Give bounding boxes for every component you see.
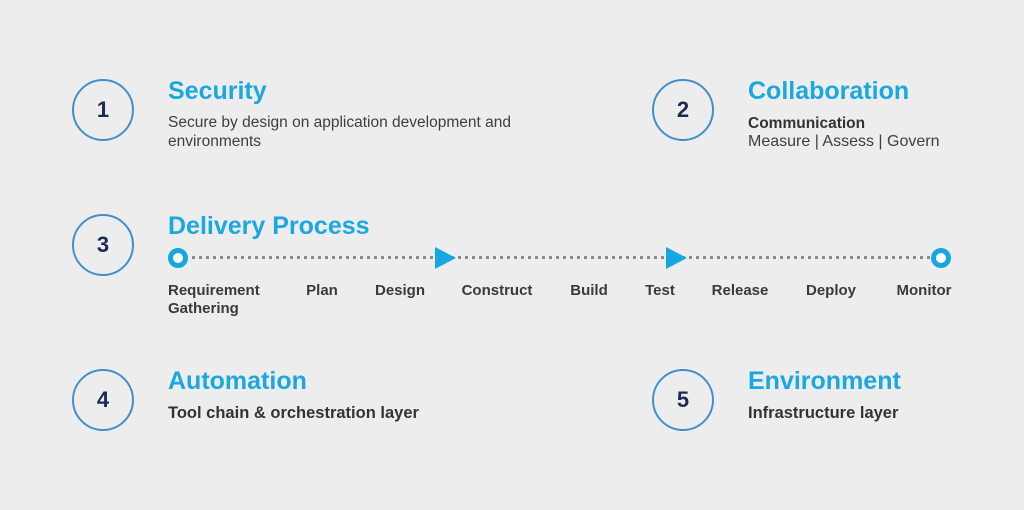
- security-number: 1: [96, 97, 110, 122]
- automation-number: 4: [96, 387, 110, 412]
- step-label-plan: Plan: [306, 282, 338, 299]
- timeline-dotted-line: [192, 256, 930, 259]
- step-label-requirement-gathering: Requirement Gathering: [168, 282, 260, 317]
- collaboration-subtitle: Communication: [748, 115, 866, 132]
- collaboration-title: Collaboration: [748, 77, 910, 105]
- automation-number-circle: 4: [72, 369, 134, 431]
- delivery-number-circle: 3: [72, 214, 134, 276]
- automation-title: Automation: [168, 367, 307, 395]
- collaboration-detail: Measure | Assess | Govern: [748, 133, 940, 150]
- delivery-title: Delivery Process: [168, 212, 370, 240]
- step-label-release: Release: [711, 282, 769, 299]
- collaboration-number: 2: [676, 97, 690, 122]
- environment-number-circle: 5: [652, 369, 714, 431]
- step-label-build: Build: [570, 282, 608, 299]
- security-description: Secure by design on application developm…: [168, 114, 511, 150]
- timeline-end-node-icon: [931, 248, 951, 268]
- security-title: Security: [168, 77, 267, 105]
- security-number-circle: 1: [72, 79, 134, 141]
- timeline-start-node-icon: [168, 248, 188, 268]
- timeline-arrow-right-icon: [435, 247, 456, 269]
- automation-subtitle: Tool chain & orchestration layer: [168, 404, 419, 422]
- step-label-monitor: Monitor: [896, 282, 952, 299]
- environment-number: 5: [676, 387, 690, 412]
- step-label-design: Design: [374, 282, 426, 299]
- step-label-test: Test: [645, 282, 675, 299]
- step-label-construct: Construct: [461, 282, 533, 299]
- delivery-number: 3: [96, 232, 110, 257]
- timeline-arrow-right-icon: [666, 247, 687, 269]
- collaboration-number-circle: 2: [652, 79, 714, 141]
- environment-subtitle: Infrastructure layer: [748, 404, 899, 422]
- environment-title: Environment: [748, 367, 901, 395]
- step-label-deploy: Deploy: [805, 282, 857, 299]
